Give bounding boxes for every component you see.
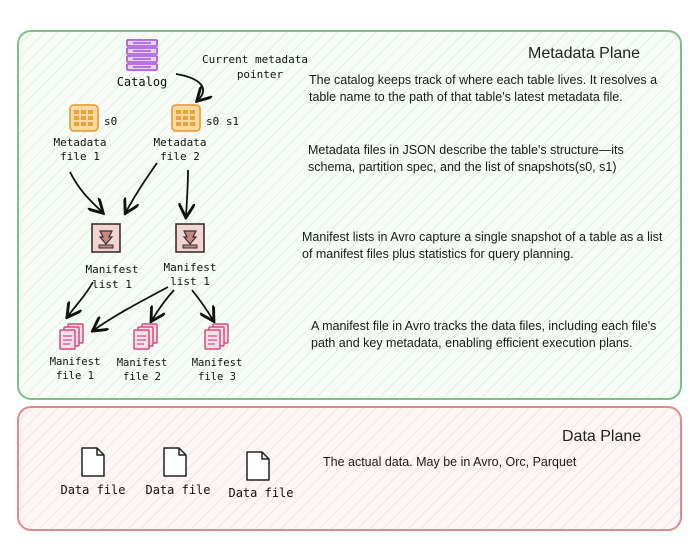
manifest-file-description: A manifest file in Avro tracks the data … — [311, 319, 657, 350]
data-file-1-icon — [80, 446, 106, 483]
metadata-file-1-icon — [68, 103, 100, 138]
manifest-file-2-label-2: file 2 — [123, 371, 161, 383]
data-file-3-label: Data file — [228, 486, 294, 500]
data-file-3-icon — [245, 450, 271, 487]
metadata-file-2-label-1: Metadata — [153, 136, 207, 149]
manifest-file-2-label-1: Manifest — [116, 357, 168, 369]
metadata-file-2-label-2: file 2 — [160, 150, 200, 163]
manifest-list-b-label-1: Manifest — [163, 261, 217, 274]
data-plane-title: Data Plane — [562, 428, 642, 445]
manifest-list-a-icon — [90, 222, 122, 259]
manifest-list-description: Manifest lists in Avro capture a single … — [302, 230, 663, 261]
manifest-list-b-label-2: list 1 — [170, 275, 210, 288]
manifest-file-2-icon — [132, 322, 160, 357]
metadata-file-1-snapshot-tag: s0 — [104, 115, 118, 128]
catalog-description: The catalog keeps track of where each ta… — [309, 73, 658, 104]
manifest-file-1-label-2: file 1 — [56, 370, 94, 382]
manifest-list-b-icon — [174, 222, 206, 259]
data-file-1-label: Data file — [60, 483, 126, 497]
manifest-list-a-label-1: Manifest — [85, 263, 139, 276]
data-file-2-label: Data file — [145, 483, 211, 497]
metadata-file-2-icon — [170, 103, 202, 138]
manifest-file-1-label-1: Manifest — [49, 356, 101, 368]
metadata-plane-title: Metadata Plane — [528, 45, 641, 62]
current-metadata-pointer-label-1: Current metadata — [202, 53, 308, 66]
current-metadata-pointer-label-2: pointer — [236, 68, 284, 81]
data-file-2-icon — [162, 446, 188, 483]
manifest-file-3-icon — [203, 322, 231, 357]
manifest-file-3-label-1: Manifest — [191, 357, 243, 369]
metadata-file-1-label-2: file 1 — [60, 150, 100, 163]
metadata-plane: Metadata Plane — [17, 30, 682, 400]
manifest-file-3-label-2: file 3 — [198, 371, 236, 383]
data-plane: Data Plane — [17, 406, 682, 531]
metadata-file-description: Metadata files in JSON describe the tabl… — [308, 143, 624, 174]
catalog-label: Catalog — [116, 75, 168, 89]
data-plane-description: The actual data. May be in Avro, Orc, Pa… — [323, 455, 577, 469]
manifest-file-1-icon — [58, 322, 86, 357]
manifest-list-a-label-2: list 1 — [92, 278, 132, 291]
metadata-file-2-snapshot-tag: s0 s1 — [206, 115, 240, 128]
metadata-file-1-label-1: Metadata — [53, 136, 107, 149]
catalog-icon — [125, 38, 159, 77]
